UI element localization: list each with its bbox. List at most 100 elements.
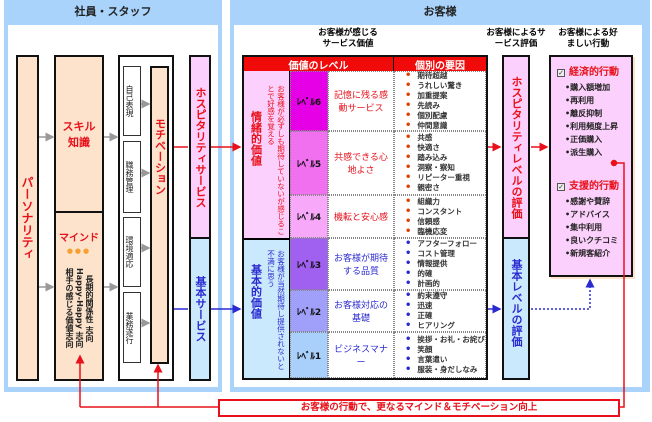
basic-note: お客様が当然期待し提供されないと不満に思う [266,250,286,370]
factor-item: 正確 [405,311,455,321]
basic-service-box: 基本サービス [189,237,211,381]
mind-box: マインド ●●● 長期的関係性 志向 Happy-Happy 志向 相手の感じる… [54,211,104,381]
behavior-heading: お客様による好ましい行動 [558,28,618,49]
basic-value-cell: お客様が当然期待し提供されないと不満に思う 基本的価値 [244,238,290,378]
level-label: ﾚﾍﾞﾙ6 [290,71,328,131]
factor-item: 挨拶・お礼・お詫び [405,335,485,345]
factor-item: 快適さ [405,143,470,153]
factor-item: うれしい驚き [405,81,462,91]
behavior-box: ✓経済的行動 •購入額増加•再利用•離反抑制•利用頻度上昇•正価購入•派生購入 … [549,55,633,277]
level-description: 機転と安心感 [328,195,394,238]
sub-item: 職務管理 [125,161,134,193]
staff-title: 社員・スタッフ [74,5,152,18]
footer-banner: お客様の行動で、更なるマインド＆モチベーション向上 [218,399,620,417]
factor-item: 計画的 [405,279,477,289]
mind-item: 相手の感じる価値志向 [65,268,74,348]
behavior-item: •新規客紹介 [565,249,611,258]
level-factors: 期待超越うれしい驚き加重提案先読み個別配慮仲間意識 [394,71,486,131]
factor-item: 組織力 [405,197,462,207]
factor-item: 情報提供 [405,259,477,269]
basic-eval-box: 基本レベルの評価 [502,237,530,380]
behavior-item: •集中利用 [565,223,603,232]
customer-title: お客様 [423,5,457,18]
factor-item: 期待超越 [405,71,462,81]
factor-item: コスト管理 [405,249,477,259]
hospitality-eval-box: ホスピタリティレベルの評価 [502,55,530,239]
level-factors: 挨拶・お礼・お詫び笑顔言葉遣い服装・身だしなみ [394,332,486,378]
mind-title: マインド [59,233,99,244]
emotional-title: 情緒的価値 [249,111,263,166]
header-factors: 個別の要因 [415,61,465,72]
personality-box: パーソナリティ [16,55,39,381]
mind-item: Happy-Happy 志向 [75,268,84,348]
factor-item: 個別配慮 [405,111,462,121]
factor-item: 服装・身だしなみ [405,365,485,375]
level-factors: アフターフォローコスト管理情報提供的確計画的 [394,238,486,290]
level-factors: 組織力コンスタント信頼感臨機応変 [394,195,486,238]
factor-item: 加重提案 [405,91,462,101]
eval-heading: お客様によるサービス評価 [486,28,546,49]
emotional-note: お客様が必ずしも期待していないが感じることで好感を覚える [266,85,286,235]
factor-item: アフターフォロー [405,239,477,249]
mind-dots: ●●● [66,247,92,255]
motivation-group [118,55,174,381]
factor-item: 言葉遣い [405,355,485,365]
behavior-item: •感謝や賛辞 [565,197,611,206]
sub-item: 業務遂行 [125,311,134,344]
behavior-item: •利用頻度上昇 [565,122,619,131]
behavior-item: •再利用 [565,96,595,105]
level-factors: 約束遵守迅速正確ヒアリング [394,290,486,332]
level-description: 共感できる心地よさ [328,131,394,195]
factor-item: 共感 [405,133,470,143]
level-label: ﾚﾍﾞﾙ3 [290,238,328,290]
factor-item: 洞察・察知 [405,163,470,173]
sub-item: 環境適応 [125,236,134,268]
staff-inner [8,25,218,387]
basic-title: 基本的価値 [249,264,263,319]
header-level: 価値のレベル [244,57,394,72]
level-description: 記憶に残る感動サービス [328,71,394,131]
factor-item: 笑顔 [405,345,485,355]
factor-item: 臨機応変 [405,227,462,237]
factor-item: 仲間意識 [405,121,462,131]
factor-item: 親密さ [405,183,470,193]
support-title: 支援的行動 [569,181,619,192]
behavior-item: •良いクチコミ [565,236,619,245]
level-description: ビジネスマナー [328,332,394,378]
factor-item: 信頼感 [405,217,462,227]
level-description: お客様対応の基礎 [328,290,394,332]
emotional-value-cell: お客様が必ずしも期待していないが感じることで好感を覚える 情緒的価値 [244,71,290,238]
skill-box: スキル知識 [54,55,104,213]
behavior-item: •購入額増加 [565,83,611,92]
factor-item: 的確 [405,269,477,279]
level-label: ﾚﾍﾞﾙ2 [290,290,328,332]
level-label: ﾚﾍﾞﾙ5 [290,131,328,195]
value-heading: お客様が感じるサービス価値 [318,28,378,49]
factor-item: 迅速 [405,301,455,311]
factor-item: コンスタント [405,207,462,217]
level-label: ﾚﾍﾞﾙ4 [290,195,328,238]
sub-item: 自己表現 [125,85,134,117]
level-description: お客様が期待する品質 [328,238,394,290]
level-factors: 共感快適さ踏み込み洞察・察知リピーター重視親密さ [394,131,486,195]
footer-text: お客様の行動で、更なるマインド＆モチベーション向上 [300,402,538,413]
mind-item: 長期的関係性 志向 [85,274,94,342]
factor-item: 先読み [405,101,462,111]
checkbox-icon: ✓ [557,183,565,191]
economic-title: 経済的行動 [569,67,619,78]
factor-item: 約束遵守 [405,291,455,301]
behavior-item: •派生購入 [565,148,603,157]
hospitality-service-box: ホスピタリティサービス [189,55,211,239]
behavior-item: •アドバイス [565,210,610,219]
behavior-item: •離反抑制 [565,109,603,118]
level-label: ﾚﾍﾞﾙ1 [290,332,328,378]
factor-item: リピーター重視 [405,173,470,183]
behavior-item: •正価購入 [565,135,603,144]
value-table [242,55,488,380]
factor-item: 踏み込み [405,153,470,163]
motivation-box: モチベーション [150,66,169,364]
skill-label: スキル知識 [62,120,96,149]
factor-item: ヒアリング [405,321,455,331]
checkbox-icon: ✓ [557,69,565,77]
